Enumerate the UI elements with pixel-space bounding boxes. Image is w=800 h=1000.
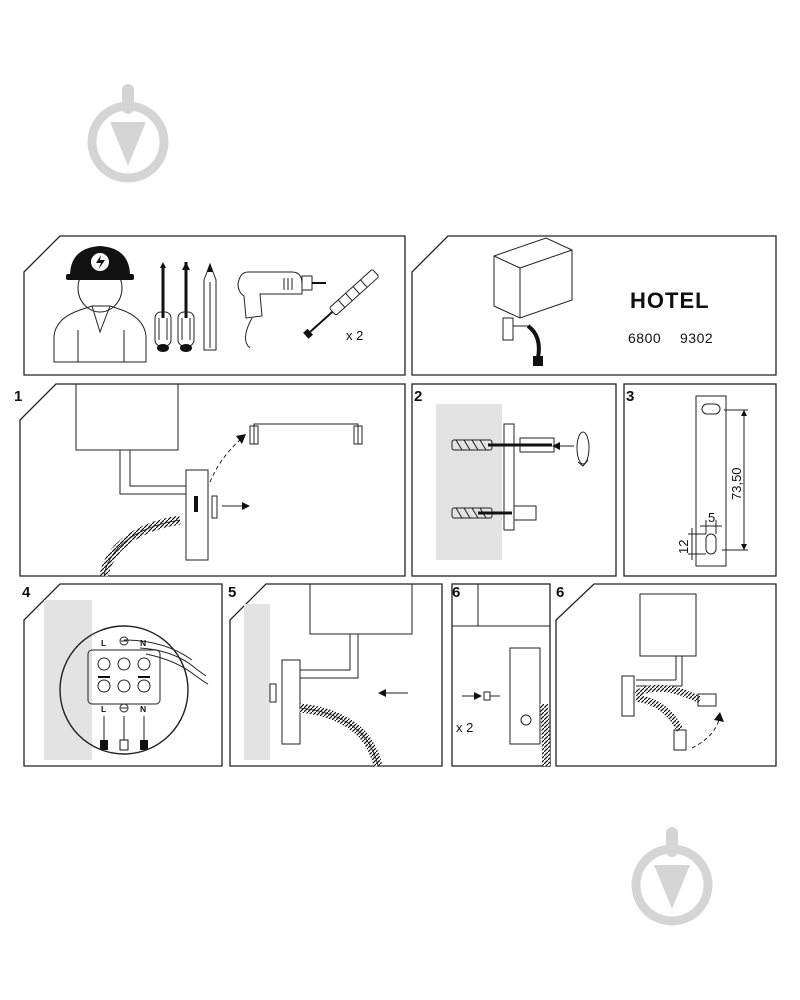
- drill-icon: [237, 271, 326, 349]
- slot-height-dimension: 12: [676, 540, 691, 554]
- slot-width-dimension: 5: [708, 510, 715, 525]
- step-5-panel: 5: [228, 583, 443, 768]
- terminal-live-label: L: [101, 638, 106, 648]
- step-6a-number: 6: [452, 584, 460, 601]
- terminal-neutral-label: N: [140, 638, 146, 648]
- electrician-icon: [53, 246, 147, 363]
- step-1-panel: 1: [14, 383, 406, 577]
- screw-quantity: x 2: [456, 720, 473, 735]
- screwdriver-icon: [154, 262, 172, 352]
- step-4-panel: 4 L N L N: [22, 583, 223, 767]
- product-name: HOTEL: [630, 288, 710, 313]
- watermark-logo-icon: [87, 84, 169, 183]
- product-panel: HOTEL 6800 9302: [411, 235, 777, 376]
- terminal-neutral-label-bottom: N: [140, 704, 146, 714]
- pencil-icon: [203, 262, 217, 351]
- step-4-number: 4: [22, 584, 31, 601]
- tools-panel: x 2: [23, 235, 406, 376]
- screwdriver-icon: [177, 262, 195, 352]
- step-2-panel: 2: [411, 383, 617, 577]
- terminal-live-label-bottom: L: [101, 704, 106, 714]
- dowel-screw-icon: [451, 505, 537, 521]
- step-1-number: 1: [14, 388, 22, 405]
- step-6b-number: 6: [556, 584, 564, 601]
- wall-lamp-icon: [493, 237, 573, 366]
- product-code-part2: 9302: [680, 330, 713, 346]
- hole-spacing-dimension: 73,50: [729, 467, 744, 500]
- step-2-number: 2: [414, 388, 422, 405]
- step-5-number: 5: [228, 584, 236, 601]
- product-code-part1: 6800: [628, 330, 661, 346]
- step-3-number: 3: [626, 388, 634, 405]
- step-6b-panel: 6: [555, 583, 777, 767]
- ground-symbol-icon: [119, 636, 129, 713]
- watermark-logo-icon: [631, 827, 713, 926]
- dowel-screw-icon: [303, 269, 379, 339]
- step-3-panel: 3 73,50 5 12: [623, 383, 777, 577]
- step-6a-panel: 6 x 2: [451, 583, 551, 767]
- dowel-quantity: x 2: [346, 328, 363, 343]
